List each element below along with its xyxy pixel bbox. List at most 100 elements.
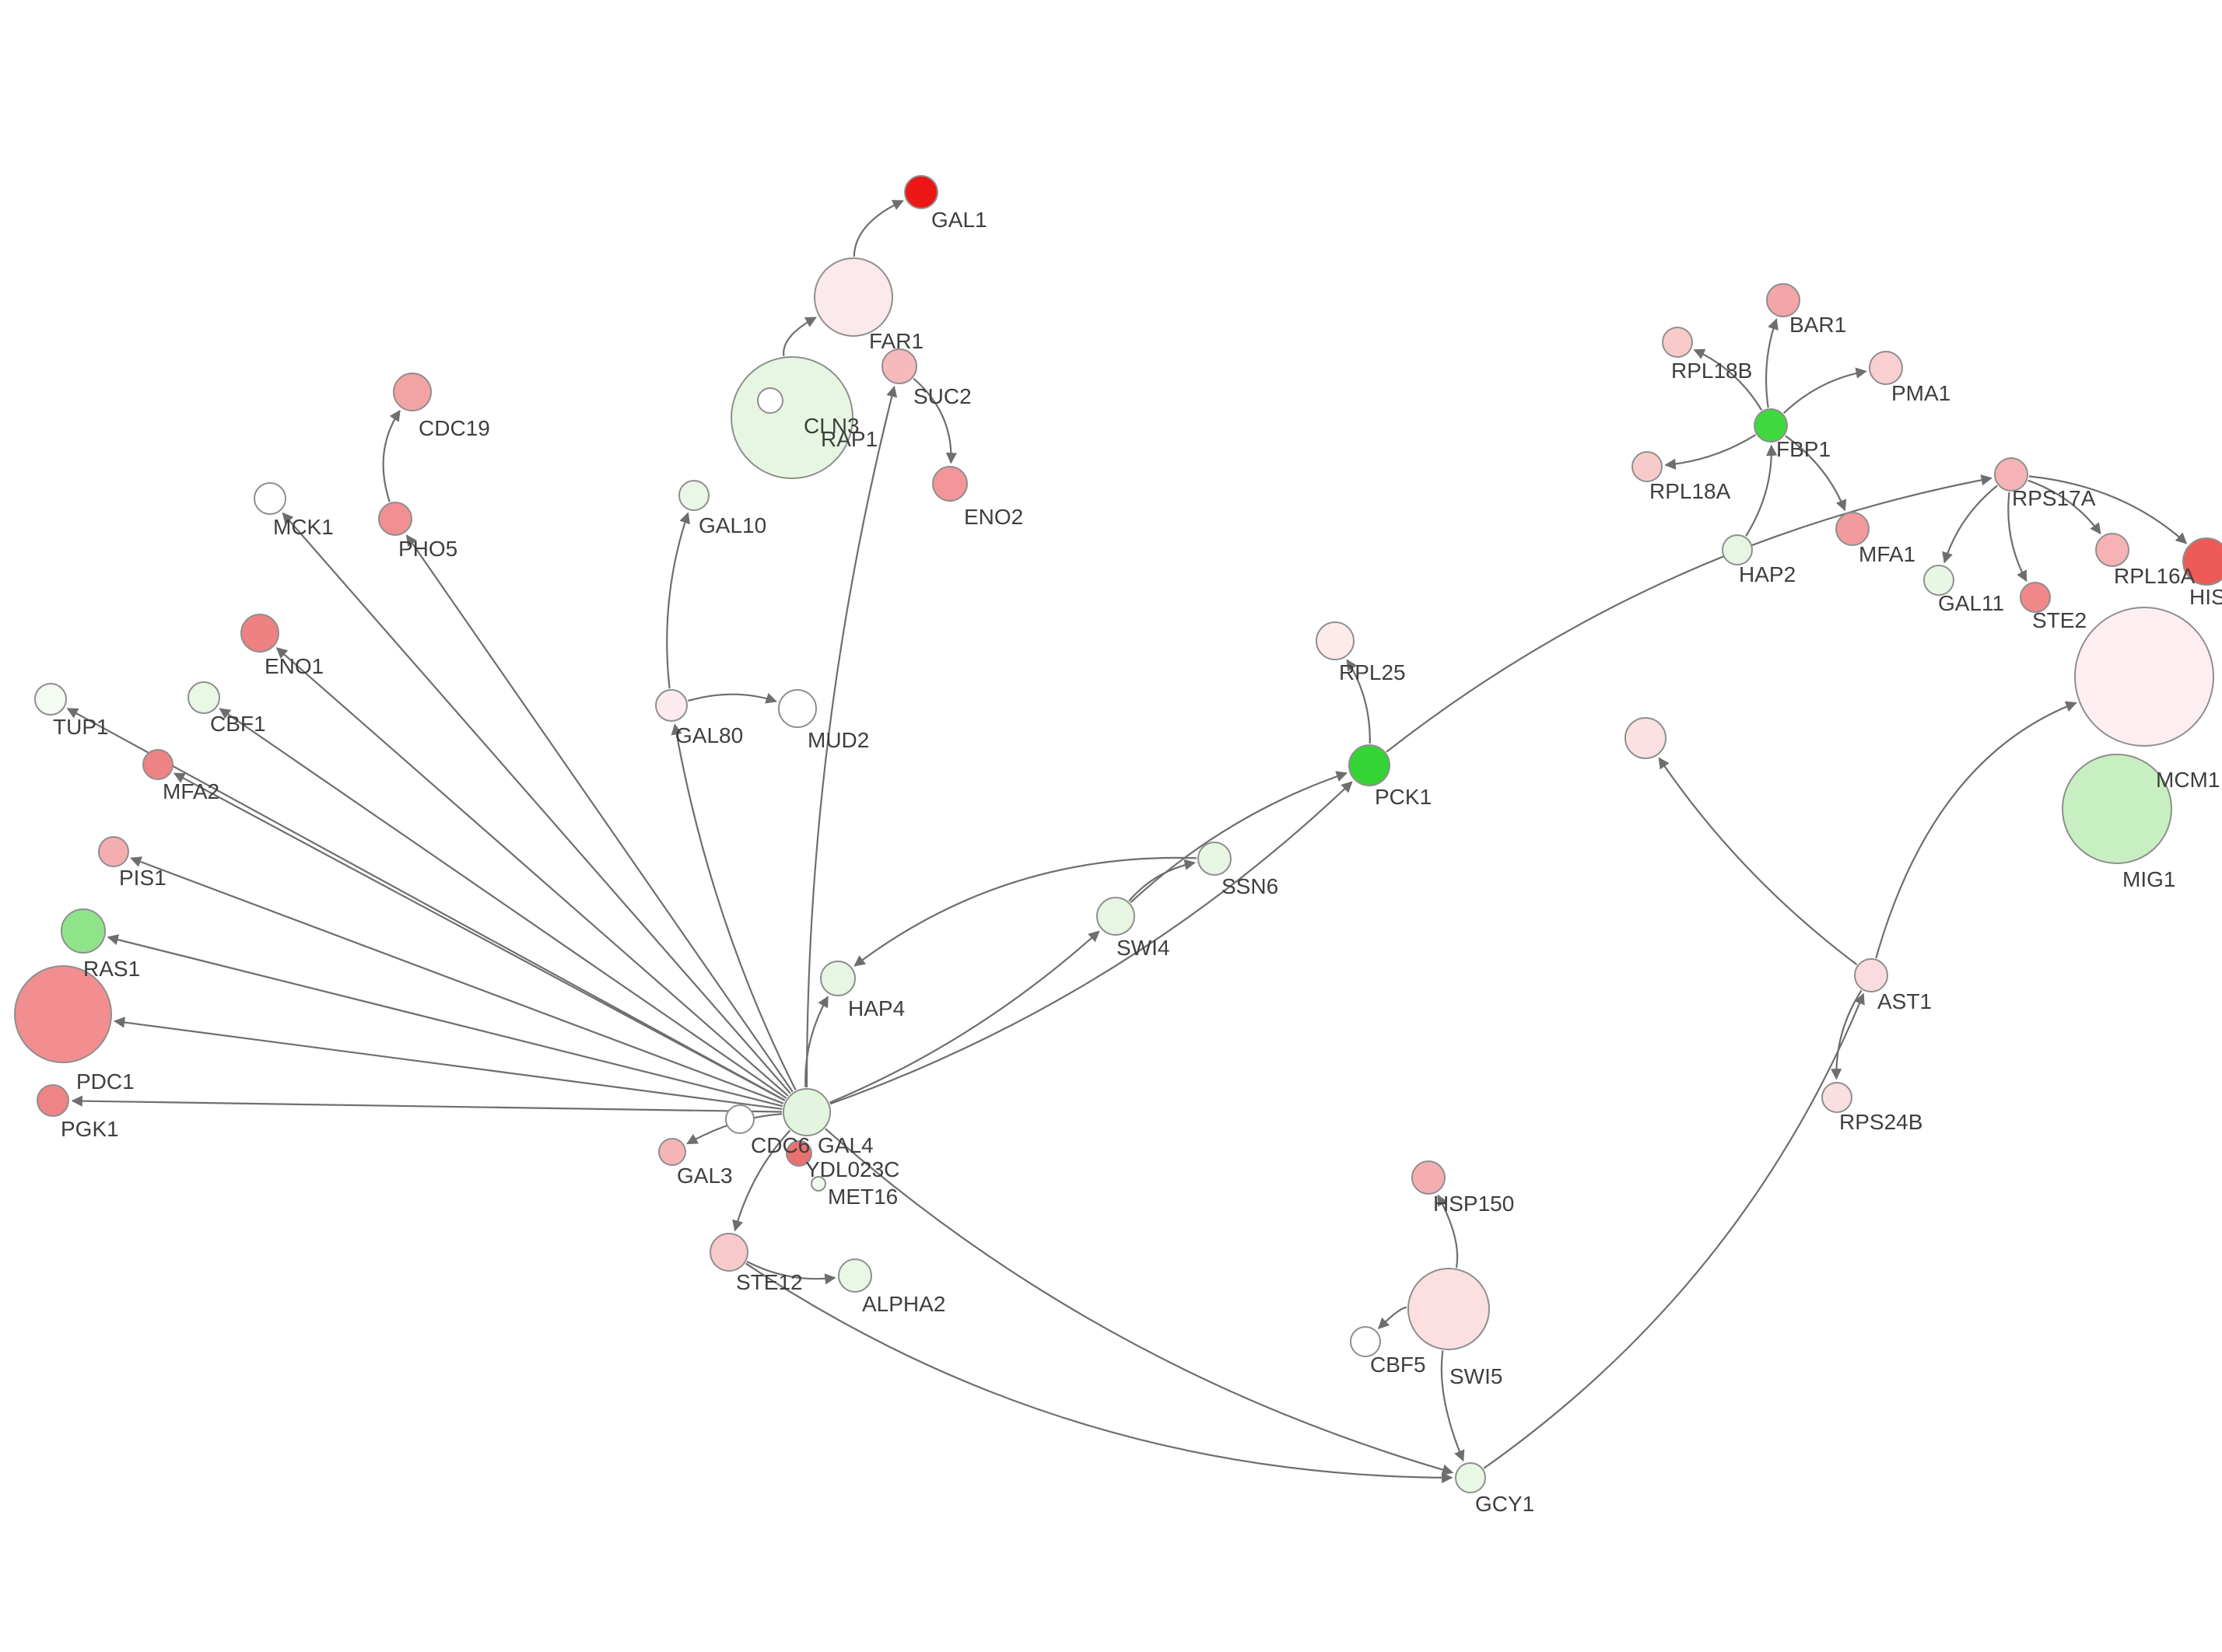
edge-RPS17A-GAL11[interactable]	[1942, 485, 1998, 564]
node-SUC2[interactable]	[881, 348, 917, 384]
node-HSP150[interactable]	[1411, 1160, 1446, 1195]
edge-FBP1-PMA1[interactable]	[1782, 367, 1867, 414]
edge-SUC2-ENO2[interactable]	[913, 377, 958, 464]
node-MCK1[interactable]	[254, 482, 286, 515]
node-PMA1[interactable]	[1869, 351, 1903, 385]
edge-GAL4-RAS1[interactable]	[107, 934, 783, 1108]
node-NODE1[interactable]	[757, 387, 783, 414]
edge-GAL4-SWI4[interactable]	[829, 930, 1100, 1104]
edge-SWI5-CBF5[interactable]	[1377, 1306, 1407, 1330]
node-TUP1[interactable]	[34, 683, 67, 716]
node-CDC19[interactable]	[393, 373, 432, 411]
edge-GAL4-PDC1[interactable]	[113, 1017, 783, 1110]
node-RPL18A[interactable]	[1631, 451, 1663, 482]
edge-STE12-ALPHA2[interactable]	[746, 1261, 836, 1285]
edge-AST1-RPS24B[interactable]	[1830, 989, 1863, 1080]
node-MIG1[interactable]	[2062, 754, 2172, 864]
node-RPS17A[interactable]	[1994, 457, 2028, 492]
node-MFA1[interactable]	[1835, 512, 1870, 546]
node-CLN3[interactable]	[731, 356, 853, 479]
edge-RPS17A-STE2[interactable]	[2007, 492, 2027, 583]
edge-SWI5-HSP150[interactable]	[1437, 1194, 1459, 1269]
edge-SSN6-HAP4[interactable]	[853, 856, 1197, 967]
node-GAL1[interactable]	[904, 175, 938, 209]
edge-GAL4-PIS1[interactable]	[130, 856, 784, 1104]
edge-FAR1-GAL1[interactable]	[853, 200, 904, 257]
node-ENO1[interactable]	[240, 614, 279, 653]
edge-PCK1-RPL25[interactable]	[1346, 659, 1371, 744]
edge-AST1-MCM1[interactable]	[1875, 701, 2077, 959]
edge-STE12-GCY1[interactable]	[745, 1262, 1453, 1484]
node-GAL3[interactable]	[658, 1138, 686, 1166]
node-HAP2[interactable]	[1722, 534, 1753, 565]
edge-SWI4-PCK1[interactable]	[1130, 771, 1348, 904]
node-RAS1[interactable]	[61, 908, 106, 954]
edge-HAP2-FBP1[interactable]	[1745, 444, 1778, 537]
node-RPL25[interactable]	[1316, 621, 1355, 660]
edge-GAL4-CBF1[interactable]	[219, 708, 787, 1099]
node-CDC6[interactable]	[725, 1104, 755, 1134]
node-GAL4[interactable]	[783, 1088, 831, 1136]
node-MUD2[interactable]	[778, 689, 817, 728]
node-MET16[interactable]	[811, 1176, 826, 1192]
edge-GCY1-AST1[interactable]	[1483, 992, 1865, 1469]
edge-FBP1-RPL18B[interactable]	[1693, 348, 1763, 411]
node-CBF1[interactable]	[188, 681, 220, 714]
node-ALPHA2[interactable]	[838, 1258, 872, 1293]
edge-GAL4-MFA2[interactable]	[173, 772, 786, 1101]
node-GAL10[interactable]	[678, 480, 710, 511]
edge-GAL4-MCK1[interactable]	[282, 512, 791, 1094]
edge-CLN3-FAR1[interactable]	[783, 317, 817, 356]
node-PCK1[interactable]	[1348, 744, 1390, 786]
edge-GAL4-GCY1[interactable]	[825, 1128, 1454, 1475]
edge-FBP1-BAR1[interactable]	[1765, 318, 1779, 408]
edge-GAL4-STE12[interactable]	[732, 1129, 791, 1232]
node-PIS1[interactable]	[98, 836, 129, 867]
edge-FBP1-RPL18A[interactable]	[1664, 434, 1757, 470]
edge-GAL4-ENO1[interactable]	[275, 647, 789, 1097]
node-PHO5[interactable]	[378, 502, 412, 536]
node-SWI5[interactable]	[1407, 1268, 1490, 1350]
edge-GAL4-SUC2[interactable]	[805, 385, 898, 1088]
edge-GAL4-PGK1[interactable]	[71, 1095, 783, 1113]
node-GAL11[interactable]	[1923, 565, 1954, 596]
node-RPL18B[interactable]	[1662, 327, 1693, 358]
edge-GAL4-GAL80[interactable]	[671, 723, 797, 1090]
node-SWI4[interactable]	[1096, 897, 1135, 936]
edge-RPS17A-HIS4[interactable]	[2028, 475, 2188, 544]
node-CBF5[interactable]	[1350, 1326, 1381, 1357]
node-AST1[interactable]	[1854, 958, 1888, 992]
node-MCM1[interactable]	[2074, 607, 2214, 747]
node-SSN6[interactable]	[1197, 842, 1232, 876]
edge-GAL4-PCK1[interactable]	[829, 781, 1353, 1105]
edge-GAL4-TUP1[interactable]	[66, 708, 786, 1101]
node-MFA2[interactable]	[142, 749, 173, 780]
edge-PCK1-RPS17A[interactable]	[1386, 474, 1992, 753]
edge-PHO5-CDC19[interactable]	[382, 409, 401, 502]
node-PGK1[interactable]	[37, 1084, 69, 1117]
edge-GAL4-HAP4[interactable]	[804, 996, 829, 1088]
node-PDC1[interactable]	[14, 965, 112, 1063]
node-STE2[interactable]	[2020, 582, 2051, 613]
edge-FBP1-MFA1[interactable]	[1785, 435, 1847, 512]
node-RPL16A[interactable]	[2095, 533, 2129, 567]
node-RPS24B[interactable]	[1821, 1082, 1852, 1113]
node-GAL80[interactable]	[655, 689, 688, 722]
edge-GAL80-MUD2[interactable]	[687, 692, 777, 704]
node-FBP1[interactable]	[1754, 408, 1788, 443]
node-ENO2[interactable]	[932, 466, 968, 502]
edge-SWI5-GCY1[interactable]	[1440, 1350, 1465, 1462]
node-FAR1[interactable]	[814, 257, 893, 337]
node-NODE2[interactable]	[1624, 717, 1666, 759]
edge-RPS17A-RPL16A[interactable]	[2027, 479, 2101, 535]
node-HIS4[interactable]	[2182, 537, 2222, 586]
node-YDL023C[interactable]	[786, 1140, 812, 1167]
edge-GAL80-GAL10[interactable]	[666, 512, 690, 689]
edge-GAL4-PHO5[interactable]	[405, 534, 794, 1093]
node-STE12[interactable]	[710, 1233, 748, 1272]
edge-AST1-NODE2[interactable]	[1658, 757, 1858, 966]
edge-SWI4-SSN6[interactable]	[1128, 859, 1196, 902]
node-GCY1[interactable]	[1455, 1462, 1486, 1493]
